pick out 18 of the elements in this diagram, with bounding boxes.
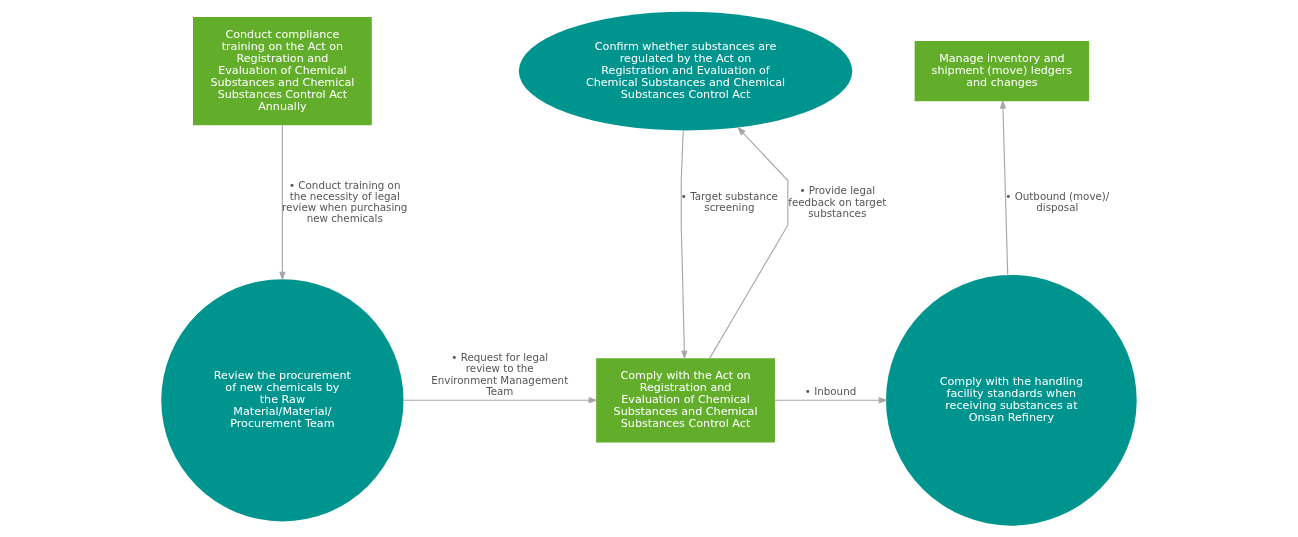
- node-box: Comply with the Act on Registration and Evaluation of Chemical Substances and Chemical Substances Control Act: [596, 358, 775, 443]
- arrow: [680, 130, 688, 360]
- node-box: Conduct compliance training on the Act on Registration and Evaluation of Chemical Substances and Chemical Substances Control Act Annually: [193, 16, 372, 126]
- edge-label: • Outbound (move)/ disposal: [1005, 189, 1110, 214]
- node-circle: Comply with the handling facility standards when receiving substances at Onsan Refinery: [886, 274, 1137, 526]
- node-circle: Review the procurement of new chemicals by the Raw Material/Material/ Procurement Team: [161, 279, 404, 522]
- edge-label: • Target substance screening: [680, 189, 778, 214]
- node-box: Manage inventory and shipment (move) ledgers and changes: [914, 41, 1090, 102]
- edge-label: • Provide legal feedback on target substances: [788, 184, 887, 219]
- edge-label: • Inbound: [804, 384, 857, 397]
- edge-label: • Request for legal review to the Environment Management Team: [431, 351, 569, 397]
- edge-label: • Conduct training on the necessity of legal review when purchasing new chemicals: [282, 178, 408, 225]
- arrow: [999, 99, 1009, 276]
- arrow: [279, 124, 286, 281]
- arrow: [402, 397, 598, 404]
- arrow: [709, 126, 789, 359]
- node-ellipse: Confirm whether substances are regulated by the Act on Registration and Evaluation of Chemical Substances and Chemical Substances Control Act: [518, 11, 853, 131]
- arrow: [774, 397, 888, 404]
